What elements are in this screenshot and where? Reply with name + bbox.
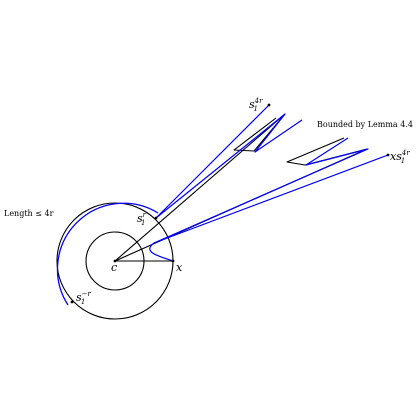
point-s1-r [154, 216, 158, 220]
bounded-note: Bounded by Lemma 4.4 [317, 120, 413, 129]
label-x: x [176, 261, 183, 274]
black-path-upper [114, 113, 286, 262]
point-s1-4r-top [267, 103, 271, 107]
point-x [171, 259, 175, 263]
label-s1-r: sr1 [137, 211, 147, 227]
length-note: Length ≤ 4r [4, 209, 54, 218]
label-s1-4r-top: s4r1 [249, 97, 263, 113]
blue-arc-length [56, 202, 159, 306]
blue-path-upper [155, 113, 303, 219]
blue-path-upper-tail [155, 104, 270, 219]
blue-path-right [149, 137, 369, 262]
point-c [113, 259, 117, 263]
point-s1-minus-r [70, 300, 74, 304]
blue-path-right-tail [153, 154, 389, 244]
label-s1-4r-right: xs4r1 [390, 149, 410, 165]
label-s1-minus-r: s−r1 [76, 290, 91, 306]
label-c: c [111, 261, 118, 274]
black-path-right [114, 137, 368, 262]
point-s1-4r-right [386, 153, 390, 157]
